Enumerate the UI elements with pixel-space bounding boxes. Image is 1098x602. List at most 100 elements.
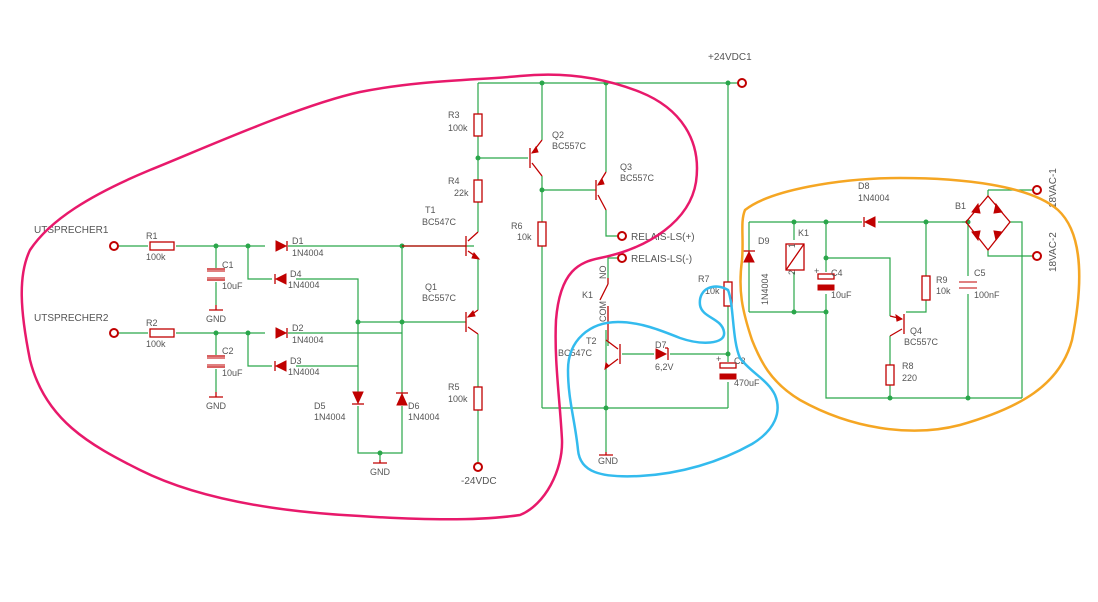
port-18vac-2[interactable]: 18VAC-2 bbox=[1032, 232, 1059, 272]
resistor-r6[interactable]: R6 10k bbox=[511, 221, 547, 247]
r3-value: 100k bbox=[448, 123, 468, 133]
relay-coil-k1[interactable]: K1 1 2 bbox=[785, 228, 809, 275]
r1-ref: R1 bbox=[146, 231, 158, 241]
k1-coil-ref: K1 bbox=[798, 228, 809, 238]
d7-ref: D7 bbox=[655, 340, 667, 350]
resistor-r4[interactable]: R4 22k bbox=[448, 176, 483, 203]
resistor-r7[interactable]: R7 10k bbox=[698, 274, 733, 307]
d8-ref: D8 bbox=[858, 181, 870, 191]
port-plus24vdc-label: +24VDC1 bbox=[708, 52, 752, 63]
q3-ref: Q3 bbox=[620, 162, 632, 172]
r8-value: 220 bbox=[902, 373, 917, 383]
gnd-label: GND bbox=[370, 467, 391, 477]
pink-outline bbox=[20, 73, 699, 521]
gnd-label: GND bbox=[206, 314, 227, 324]
port-speaker2[interactable]: UTSPRECHER2 bbox=[34, 313, 119, 338]
port-relais-plus[interactable]: RELAIS-LS(+) bbox=[617, 231, 695, 243]
ground-symbol-t2: GND bbox=[598, 452, 619, 466]
ground-symbol-d5d6: GND bbox=[370, 460, 391, 477]
t2-value: BC547C bbox=[558, 348, 593, 358]
ground-symbol-c1: GND bbox=[206, 305, 227, 324]
diode-d5[interactable]: D5 1N4004 bbox=[314, 391, 364, 422]
diode-d3[interactable]: D3 1N4004 bbox=[274, 356, 320, 377]
d9-value: 1N4004 bbox=[760, 273, 770, 305]
resistor-r8[interactable]: R8 220 bbox=[885, 361, 917, 386]
c2-value: 10uF bbox=[222, 368, 243, 378]
gnd-label: GND bbox=[206, 401, 227, 411]
d5-value: 1N4004 bbox=[314, 412, 346, 422]
resistor-r1[interactable]: R1 100k bbox=[146, 231, 175, 262]
r2-value: 100k bbox=[146, 339, 166, 349]
d7-value: 6,2V bbox=[655, 362, 674, 372]
r2-ref: R2 bbox=[146, 318, 158, 328]
r9-ref: R9 bbox=[936, 275, 948, 285]
c5-ref: C5 bbox=[974, 268, 986, 278]
d4-value: 1N4004 bbox=[288, 280, 320, 290]
transistor-q1[interactable]: Q1 BC557C bbox=[422, 282, 479, 335]
r4-ref: R4 bbox=[448, 176, 460, 186]
q4-value: BC557C bbox=[904, 337, 939, 347]
resistor-r5[interactable]: R5 100k bbox=[448, 382, 483, 411]
d5-ref: D5 bbox=[314, 401, 326, 411]
diode-d1[interactable]: D1 1N4004 bbox=[275, 236, 324, 258]
capacitor-c4[interactable]: + C4 10uF bbox=[814, 266, 852, 300]
port-minus24vdc[interactable]: -24VDC bbox=[461, 462, 497, 487]
annotation-outlines bbox=[20, 73, 1081, 521]
diode-d2[interactable]: D2 1N4004 bbox=[275, 323, 324, 345]
diode-d4[interactable]: D4 1N4004 bbox=[274, 269, 320, 290]
k1-pin1: 1 bbox=[787, 243, 797, 248]
q1-value: BC557C bbox=[422, 293, 457, 303]
transistor-q4[interactable]: Q4 BC557C bbox=[889, 313, 939, 347]
transistor-t2[interactable]: T2 BC547C bbox=[558, 336, 621, 371]
q2-ref: Q2 bbox=[552, 130, 564, 140]
diode-d9[interactable]: D9 1N4004 bbox=[743, 236, 770, 305]
wires bbox=[116, 82, 1034, 463]
port-relais-minus[interactable]: RELAIS-LS(-) bbox=[617, 253, 692, 265]
port-18vac-1[interactable]: 18VAC-1 bbox=[1032, 168, 1059, 208]
k1-no-label: NO bbox=[598, 266, 608, 280]
resistor-r9[interactable]: R9 10k bbox=[921, 275, 951, 301]
capacitor-c5[interactable]: C5 100nF bbox=[959, 268, 1000, 300]
c3-value: 470uF bbox=[734, 378, 760, 388]
capacitor-c3[interactable]: + C3 470uF bbox=[716, 354, 760, 388]
svg-text:+: + bbox=[716, 354, 721, 364]
t1-value: BC547C bbox=[422, 217, 457, 227]
d9-ref: D9 bbox=[758, 236, 770, 246]
relay-contact-k1[interactable]: K1 NO COM bbox=[582, 266, 609, 341]
transistor-t1[interactable]: T1 BC547C bbox=[402, 205, 481, 260]
bridge-rectifier-b1[interactable]: B1 bbox=[955, 194, 1011, 252]
port-relais-minus-label: RELAIS-LS(-) bbox=[631, 254, 692, 265]
port-speaker1[interactable]: UTSPRECHER1 bbox=[34, 225, 119, 251]
junction-dots bbox=[213, 80, 971, 456]
transistor-q2[interactable]: Q2 BC557C bbox=[529, 130, 587, 177]
capacitor-c2[interactable]: C2 10uF bbox=[207, 346, 243, 378]
d3-ref: D3 bbox=[290, 356, 302, 366]
b1-ref: B1 bbox=[955, 201, 966, 211]
d1-ref: D1 bbox=[292, 236, 304, 246]
r7-value: 10k bbox=[705, 286, 720, 296]
r9-value: 10k bbox=[936, 286, 951, 296]
c5-value: 100nF bbox=[974, 290, 1000, 300]
r6-value: 10k bbox=[517, 232, 532, 242]
diode-d6[interactable]: D6 1N4004 bbox=[396, 392, 440, 422]
diode-d8[interactable]: D8 1N4004 bbox=[858, 181, 890, 228]
d6-ref: D6 bbox=[408, 401, 420, 411]
r4-value: 22k bbox=[454, 188, 469, 198]
k1-pin2: 2 bbox=[787, 270, 797, 275]
port-speaker1-label: UTSPRECHER1 bbox=[34, 225, 109, 236]
port-speaker2-label: UTSPRECHER2 bbox=[34, 313, 109, 324]
resistor-r2[interactable]: R2 100k bbox=[146, 318, 175, 349]
transistor-q3[interactable]: Q3 BC557C bbox=[595, 162, 655, 211]
port-relais-plus-label: RELAIS-LS(+) bbox=[631, 232, 695, 243]
port-plus24vdc[interactable]: +24VDC1 bbox=[708, 52, 752, 88]
zener-diode-d7[interactable]: D7 6,2V bbox=[655, 340, 674, 372]
capacitor-c1[interactable]: C1 10uF bbox=[207, 260, 243, 291]
c4-ref: C4 bbox=[831, 268, 843, 278]
orange-outline bbox=[739, 176, 1081, 432]
resistor-r3[interactable]: R3 100k bbox=[448, 110, 483, 137]
d6-value: 1N4004 bbox=[408, 412, 440, 422]
port-18vac-2-label: 18VAC-2 bbox=[1048, 232, 1059, 272]
d2-ref: D2 bbox=[292, 323, 304, 333]
d4-ref: D4 bbox=[290, 269, 302, 279]
